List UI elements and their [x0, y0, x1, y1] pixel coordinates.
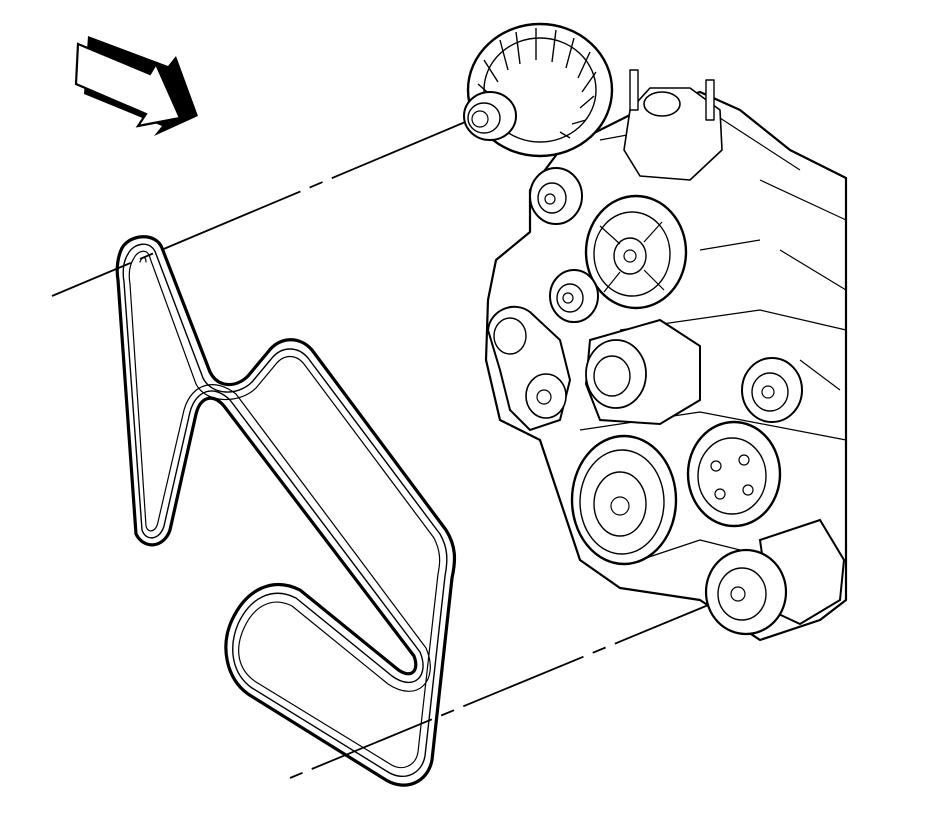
generator-leader-line	[51, 119, 471, 297]
crankshaft-balancer-icon	[570, 434, 678, 566]
idler-pulley-2-icon	[549, 269, 599, 323]
view-direction-arrow-icon	[74, 36, 198, 136]
power-steering-pulley-icon	[584, 194, 688, 310]
ac-compressor-pulley-icon	[686, 420, 782, 528]
idler-pulley-icon	[529, 167, 583, 225]
idler-pulley-3-icon	[741, 357, 803, 423]
tensioner-pulley-icon	[704, 518, 846, 636]
generator-icon	[463, 22, 614, 158]
serpentine-belt-icon	[115, 235, 457, 787]
tensioner-leader-line	[289, 593, 736, 779]
bracket-icon	[486, 305, 572, 432]
water-pump-icon	[584, 318, 701, 426]
